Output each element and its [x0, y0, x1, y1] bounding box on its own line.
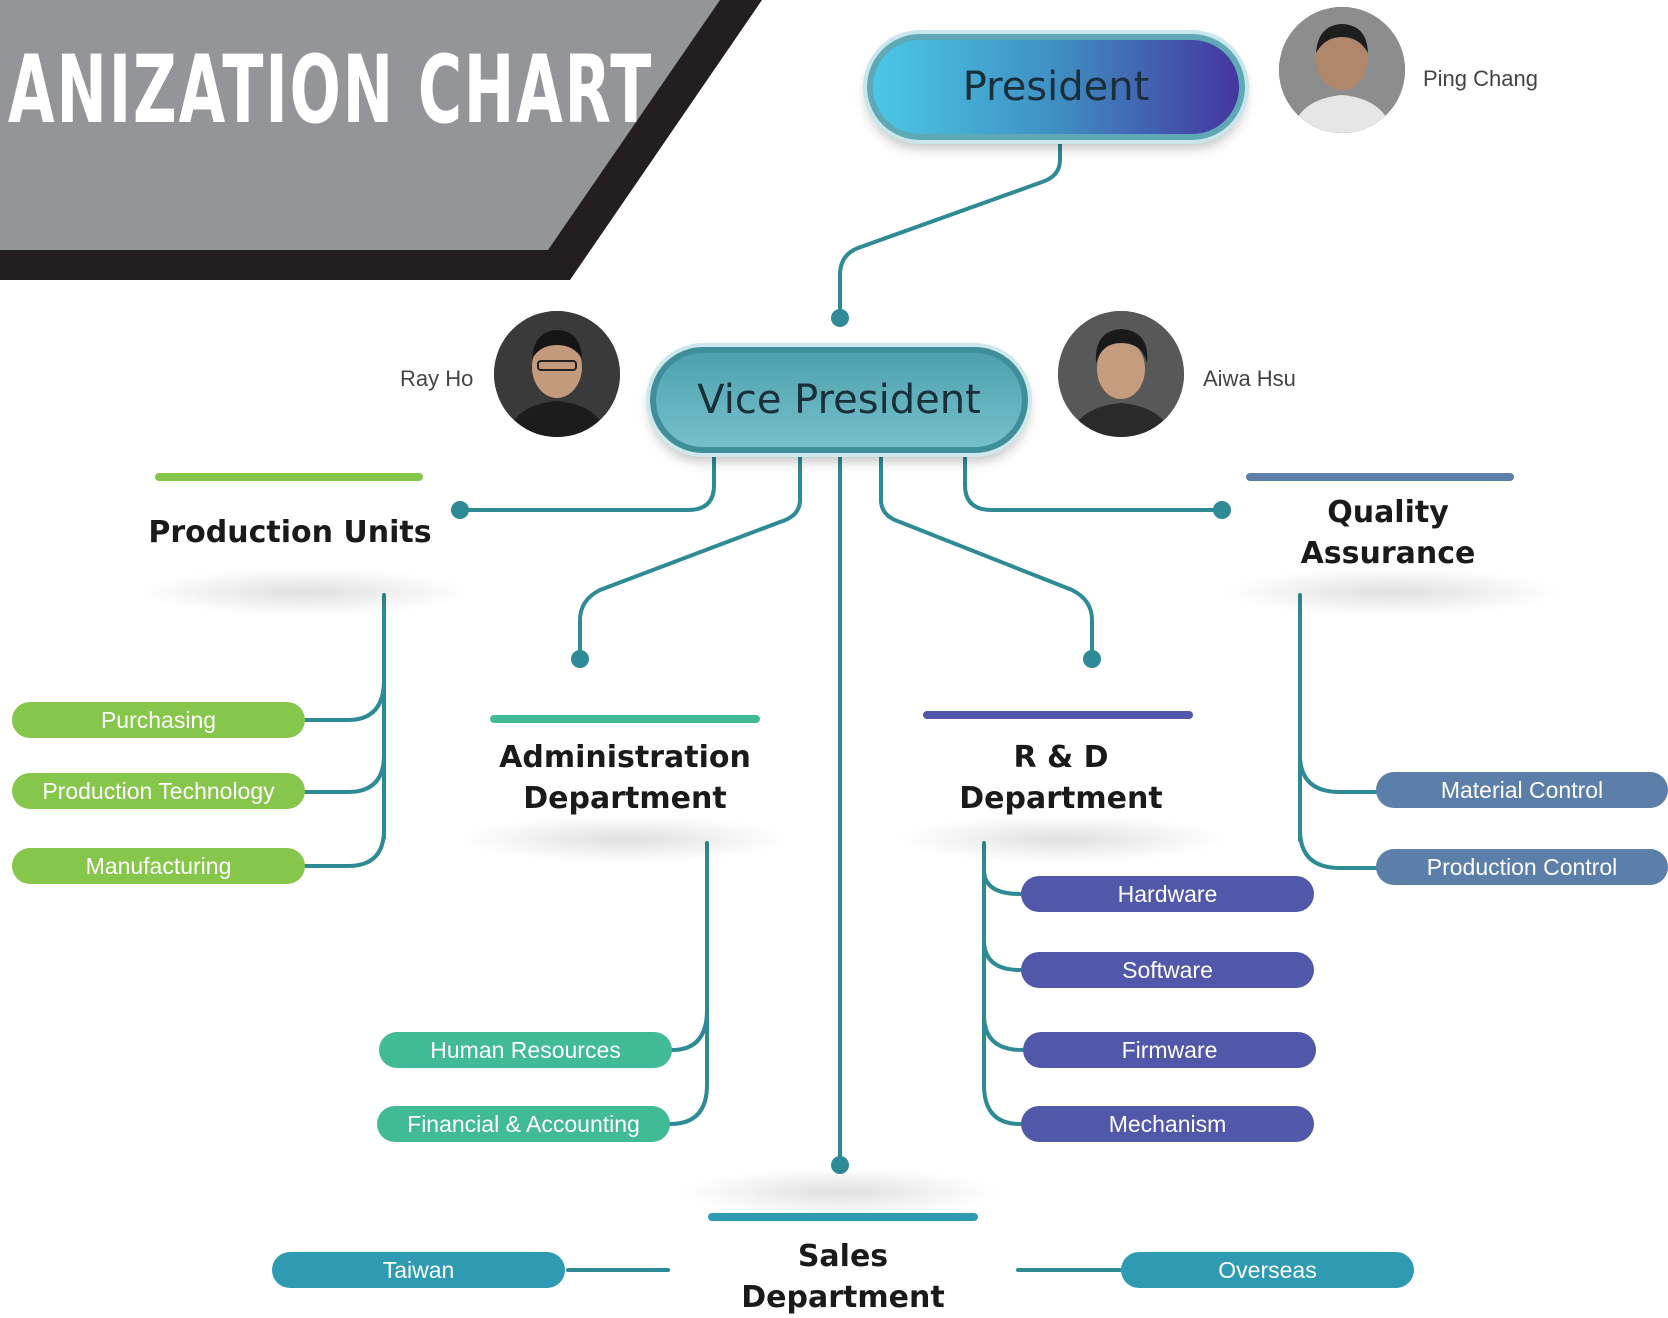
sales-shadow	[680, 1168, 1000, 1216]
production-shadow	[140, 568, 470, 616]
vice-president-label: Vice President	[697, 377, 981, 423]
admin-shadow	[460, 815, 790, 863]
rnd-title-line1: R & D	[1013, 740, 1109, 775]
photo-face	[532, 336, 582, 398]
unit-production-control[interactable]: Production Control	[1376, 849, 1668, 885]
admin-branch-1	[670, 1008, 709, 1052]
photo-hair	[1316, 24, 1368, 53]
unit-financial-accounting[interactable]: Financial & Accounting	[377, 1106, 670, 1142]
production-units-title[interactable]: Production Units	[130, 512, 450, 553]
rnd-branch-1	[982, 868, 1022, 896]
photo-shoulders	[1291, 95, 1393, 133]
photo-hair	[532, 330, 582, 359]
vp-right-avatar	[1058, 311, 1184, 437]
sales-dot	[831, 1156, 849, 1174]
vp-to-qa-line	[963, 453, 1224, 512]
header-banner	[0, 0, 762, 280]
unit-material-control[interactable]: Material Control	[1376, 772, 1668, 808]
vp-to-rnd-line	[879, 453, 1094, 661]
vp-right-person-name: Aiwa Hsu	[1203, 366, 1296, 391]
photo-face	[1097, 339, 1145, 399]
rnd-shadow	[896, 815, 1226, 863]
production-branch-2	[301, 753, 386, 794]
production-branch-3	[301, 828, 386, 868]
vice-president-box[interactable]: Vice President	[650, 347, 1028, 453]
qa-branch-1	[1298, 753, 1380, 794]
unit-hardware[interactable]: Hardware	[1021, 876, 1314, 912]
photo-shoulders	[506, 401, 608, 437]
sales-title[interactable]: Sales Department	[683, 1236, 1003, 1318]
qa-branch-2	[1298, 828, 1380, 870]
rnd-branch-3	[982, 1013, 1024, 1052]
president-to-vp-line	[838, 141, 1062, 320]
unit-purchasing[interactable]: Purchasing	[12, 702, 305, 738]
admin-branch-2	[668, 1083, 709, 1126]
unit-taiwan[interactable]: Taiwan	[272, 1252, 565, 1288]
qa-dot	[1213, 501, 1231, 519]
vp-left-avatar	[494, 311, 620, 437]
qa-shadow	[1222, 568, 1562, 616]
qa-title-line2: Assurance	[1300, 536, 1476, 571]
photo-shoulders	[1070, 403, 1172, 437]
unit-firmware[interactable]: Firmware	[1023, 1032, 1316, 1068]
person-photo-icon	[494, 311, 620, 437]
administration-title-line1: Administration	[499, 740, 751, 775]
production-units-label: Production Units	[148, 515, 432, 550]
production-branch-1	[301, 678, 386, 722]
president-avatar	[1279, 7, 1405, 133]
person-photo-icon	[1058, 311, 1184, 437]
president-person-name: Ping Chang	[1423, 66, 1538, 91]
sales-title-line1: Sales	[797, 1239, 889, 1274]
production-accent-bar	[155, 473, 423, 481]
qa-accent-bar	[1246, 473, 1514, 481]
qa-title-line1: Quality	[1327, 495, 1449, 530]
rnd-accent-bar	[923, 711, 1193, 719]
production-dot	[451, 501, 469, 519]
unit-production-technology[interactable]: Production Technology	[12, 773, 305, 809]
banner-gray-panel	[0, 0, 720, 250]
photo-glasses	[537, 360, 577, 371]
vp-to-admin-line	[578, 453, 802, 661]
administration-title[interactable]: Administration Department	[465, 737, 785, 819]
president-box[interactable]: President	[867, 34, 1245, 140]
rnd-title-line2: Department	[959, 781, 1163, 816]
rnd-title[interactable]: R & D Department	[901, 737, 1221, 819]
unit-human-resources[interactable]: Human Resources	[379, 1032, 672, 1068]
vp-to-production-line	[458, 453, 716, 512]
admin-dot	[571, 650, 589, 668]
admin-accent-bar	[490, 715, 760, 723]
unit-software[interactable]: Software	[1021, 952, 1314, 988]
vp-top-dot	[831, 309, 849, 327]
administration-title-line2: Department	[523, 781, 727, 816]
president-label: President	[962, 64, 1150, 110]
vp-left-person-name: Ray Ho	[400, 366, 474, 391]
sales-accent-bar	[708, 1213, 978, 1221]
quality-assurance-title[interactable]: Quality Assurance	[1228, 492, 1548, 574]
sales-title-line2: Department	[741, 1280, 945, 1315]
unit-mechanism[interactable]: Mechanism	[1021, 1106, 1314, 1142]
rnd-branch-4	[982, 1083, 1022, 1126]
photo-face	[1316, 28, 1368, 90]
chart-title: ANIZATION CHART	[8, 36, 654, 145]
rnd-branch-2	[982, 938, 1022, 972]
rnd-dot	[1083, 650, 1101, 668]
photo-hair	[1095, 329, 1148, 363]
unit-overseas[interactable]: Overseas	[1121, 1252, 1414, 1288]
person-photo-icon	[1279, 7, 1405, 133]
unit-manufacturing[interactable]: Manufacturing	[12, 848, 305, 884]
